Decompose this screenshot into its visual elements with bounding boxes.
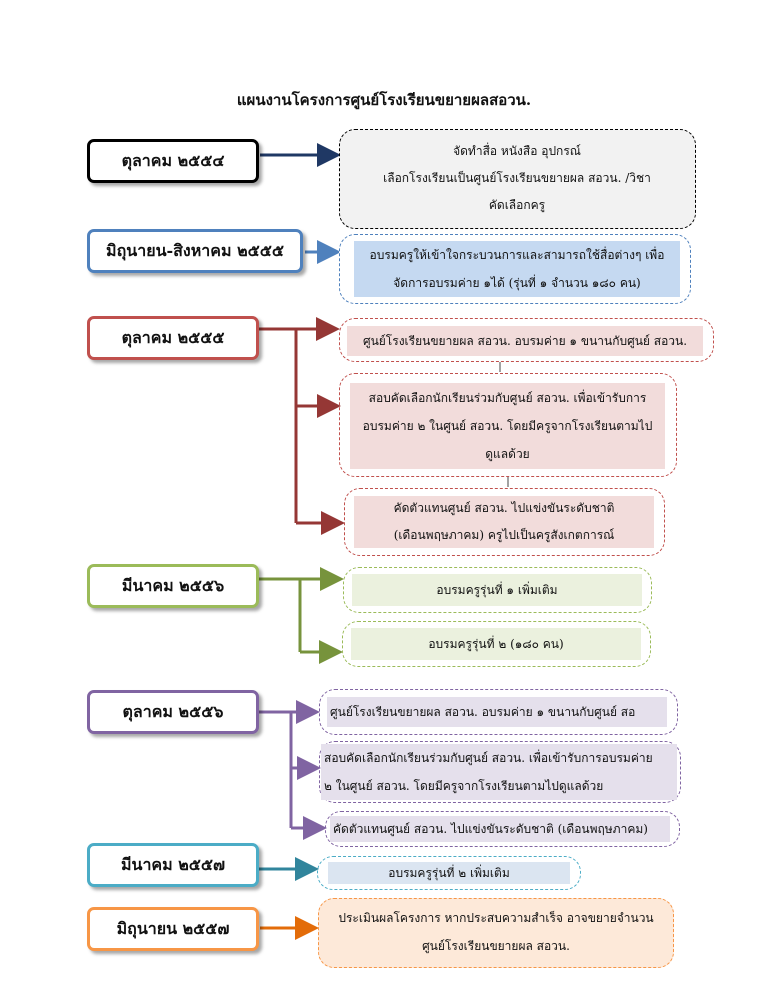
activity-line: อบรมค่าย ๒ ในศูนย์ สอวน. โดยมีครูจากโรงเ… [362,419,653,433]
activity-line: คัดตัวแทนศูนย์ สอวน. ไปแข่งขันระดับชาติ … [333,821,648,836]
activity-box [344,488,665,556]
stage-date: มิถุนายน-สิงหาคม ๒๕๕๕ [87,229,303,273]
activity-line: ศูนย์โรงเรียนขยายผล สอวน. อบรมค่าย ๑ ขนา… [362,333,688,348]
activity-line: จัดทำสื่อ หนังสือ อุปกรณ์ [453,143,581,158]
activity-text: สอบคัดเลือกนักเรียนร่วมกับศูนย์ สอวน. เพ… [350,383,665,469]
activity-line: ดูแลด้วย [485,447,530,461]
activity-text: สอบคัดเลือกนักเรียนร่วมกับศูนย์ สอวน. เพ… [321,744,677,800]
stage-date: ตุลาคม ๒๕๕๕ [87,316,259,360]
activity-line: อบรมครูรุ่นที่ ๒ (๑๘๐ คน) [428,636,564,651]
activity-text: อบรมครูให้เข้าใจกระบวนการและสามารถใช้สื่… [354,241,680,297]
activity-line: สอบคัดเลือกนักเรียนร่วมกับศูนย์ สอวน. เพ… [368,391,647,405]
activity-line: อบรมครูรุ่นที่ ๑ เพิ่มเติม [436,582,558,597]
activity-box [339,129,696,229]
stage-date: มีนาคม ๒๕๕๗ [87,843,259,887]
activity-box [319,741,681,803]
activity-line: คัดเลือกครู [488,197,546,212]
activity-box [317,856,581,890]
activity-box [339,318,714,362]
activity-box [318,898,674,968]
activity-text: ศูนย์โรงเรียนขยายผล สอวน. อบรมค่าย ๑ ขนา… [327,697,667,727]
activity-line: จัดการอบรมค่าย ๑ได้ (รุ่นที่ ๑ จำนวน ๑๘๐… [393,276,641,290]
activity-line: ๒ ในศูนย์ สอวน. โดยมีครูจากโรงเรียนตามไป… [324,779,604,793]
stage-date: ตุลาคม ๒๕๕๔ [87,139,259,183]
page-title: แผนงานโครงการศูนย์โรงเรียนขยายผลสอวน. [236,91,532,109]
stage-date: มีนาคม ๒๕๕๖ [87,564,259,608]
activity-text: ศูนย์โรงเรียนขยายผล สอวน. อบรมค่าย ๑ ขนา… [347,326,703,356]
stage-date: ตุลาคม ๒๕๕๖ [87,690,259,734]
activity-box [339,373,677,477]
activity-text: ประเมินผลโครงการ หากประสบความสำเร็จ อาจข… [326,902,666,962]
activity-line: ศูนย์โรงเรียนขยายผล สอวน. [422,939,570,953]
activity-text: คัดตัวแทนศูนย์ สอวน. ไปแข่งขันระดับชาติ … [354,496,654,548]
stage-date: มิถุนายน ๒๕๕๗ [87,907,259,951]
activity-text: อบรมครูรุ่นที่ ๒ (๑๘๐ คน) [351,628,641,660]
activity-line: เลือกโรงเรียนเป็นศูนย์โรงเรียนขยายผล สอว… [383,170,651,185]
activity-line: อบรมครูรุ่นที่ ๒ เพิ่มเติม [388,865,510,880]
activity-box [319,689,678,735]
activity-line: อบรมครูให้เข้าใจกระบวนการและสามารถใช้สื่… [369,248,665,262]
activity-line: (เดือนพฤษภาคม) ครูไปเป็นครูสังเกตการณ์ [393,528,615,542]
activity-text: จัดทำสื่อ หนังสือ อุปกรณ์ เลือกโรงเรียนเ… [352,134,682,222]
activity-line: สอบคัดเลือกนักเรียนร่วมกับศูนย์ สอวน. เพ… [324,751,653,765]
activity-line: ประเมินผลโครงการ หากประสบความสำเร็จ อาจข… [338,911,654,925]
activity-text: อบรมครูรุ่นที่ ๑ เพิ่มเติม [352,574,642,606]
activity-line: ศูนย์โรงเรียนขยายผล สอวน. อบรมค่าย ๑ ขนา… [330,704,636,719]
activity-text: อบรมครูรุ่นที่ ๒ เพิ่มเติม [328,862,570,884]
activity-box [342,621,651,667]
activity-line: คัดตัวแทนศูนย์ สอวน. ไปแข่งขันระดับชาติ [393,501,615,515]
activity-text: คัดตัวแทนศูนย์ สอวน. ไปแข่งขันระดับชาติ … [330,816,670,842]
activity-box [325,811,680,847]
activity-box [343,567,652,613]
